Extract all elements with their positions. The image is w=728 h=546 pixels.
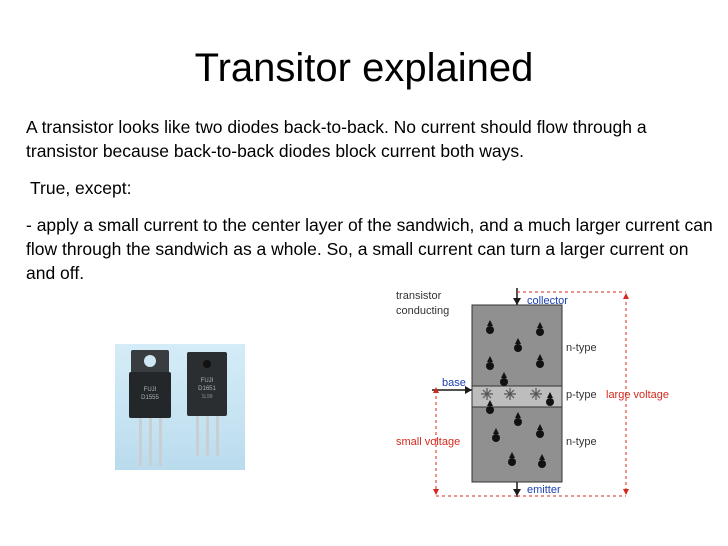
electrons-top [486,320,544,386]
small-voltage-label: small voltage [396,436,460,448]
left-brand-label: FUJI [144,387,157,393]
transistor-photo: FUJI D1555 FUJI D1651 1L99 [115,344,245,470]
transistor-left: FUJI D1555 [129,350,171,466]
n-type-bottom-label: n-type [566,436,597,448]
right-brand-label: FUJI [201,378,214,384]
transistor-photo-drawing: FUJI D1555 FUJI D1651 1L99 [129,350,227,466]
n-type-top-label: n-type [566,342,597,354]
emitter-label: emitter [527,484,561,496]
large-voltage-label: large voltage [606,389,669,401]
transistor-diagram-svg: transistor conducting collector emitter … [396,288,669,497]
explanation-paragraph: - apply a small current to the center la… [26,215,713,283]
right-part-label: D1651 [198,386,216,392]
right-code-label: 1L99 [201,394,212,400]
base-label: base [442,377,466,389]
electrons-bottom [486,392,554,468]
state-label-line1: transistor [396,290,442,302]
holes-p-type [481,388,542,400]
exception-paragraph: True, except: [30,178,132,198]
collector-label: collector [527,295,568,307]
slide-title: Transitor explained [194,46,534,90]
p-type-label: p-type [566,389,597,401]
intro-paragraph: A transistor looks like two diodes back-… [26,117,647,161]
state-label-line2: conducting [396,305,449,317]
transistor-diagram: transistor conducting collector emitter … [380,282,710,507]
transistor-right: FUJI D1651 1L99 [187,352,227,456]
left-part-label: D1555 [141,395,159,401]
